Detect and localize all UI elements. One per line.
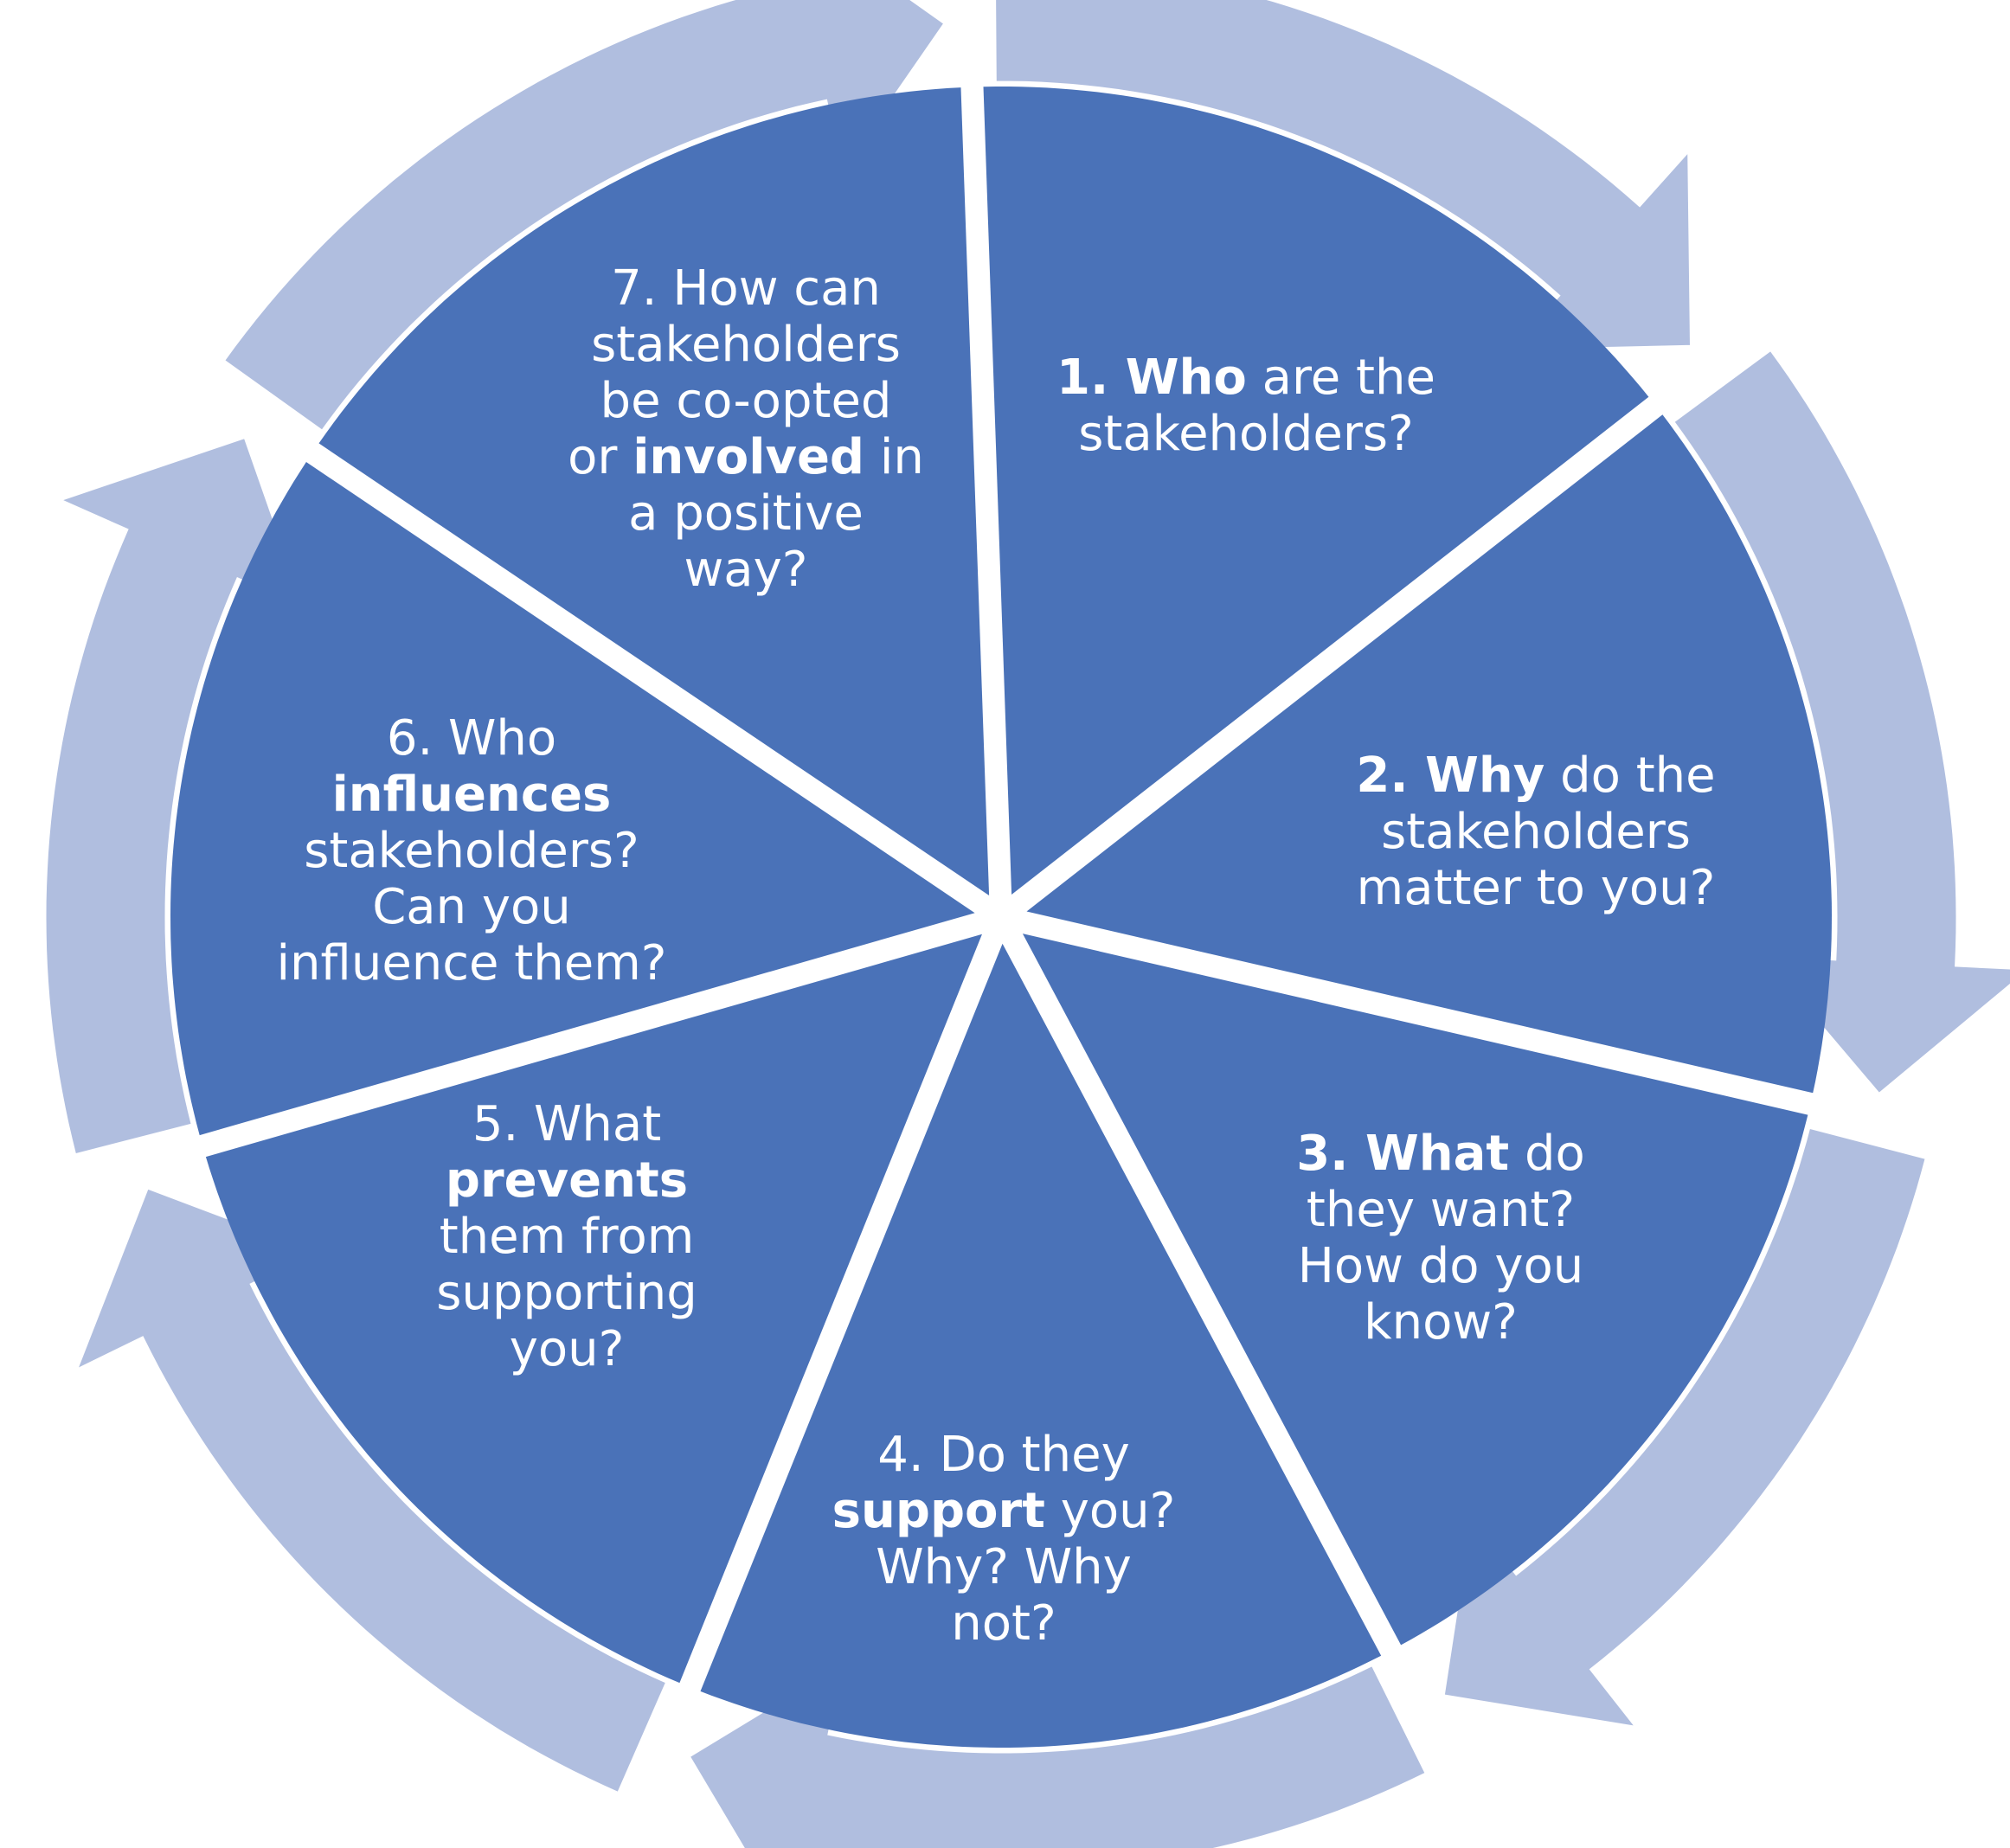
- segment-2-text-run: 2.: [1356, 748, 1425, 804]
- segment-3-text-run: How do you: [1298, 1238, 1583, 1294]
- segment-4-text-run: not?: [951, 1595, 1056, 1652]
- segment-5-text-run: you?: [510, 1321, 625, 1377]
- segment-2-text-run: stakeholders: [1381, 804, 1691, 860]
- segment-4-text-run: you?: [1045, 1483, 1175, 1539]
- segment-6-text-run: 6. Who: [387, 710, 556, 767]
- segment-4-text-run: Why? Why: [876, 1539, 1132, 1595]
- segment-3-text-run: What: [1365, 1126, 1509, 1182]
- segment-3-text-run: do: [1509, 1126, 1585, 1182]
- segment-wedge-5: [205, 934, 982, 1684]
- segment-3-text-run: they want?: [1307, 1182, 1575, 1238]
- segment-2-text-run: do the: [1544, 748, 1715, 804]
- segment-4-text-run: support: [832, 1483, 1045, 1539]
- cycle-arrows: [43, 0, 2010, 1848]
- segment-1-text-run: are the: [1247, 350, 1435, 406]
- segment-7-text-run: stakeholders: [591, 317, 901, 373]
- segment-wedge-4: [700, 943, 1382, 1748]
- segment-2-text-run: matter to you?: [1357, 860, 1716, 916]
- segment-6-text-run: influences: [332, 767, 612, 823]
- segment-wedge-3: [1022, 934, 1808, 1646]
- segment-6-text-run: stakeholders?: [304, 823, 639, 879]
- segment-wedge-7: [318, 87, 990, 896]
- segment-7-text-run: a positive: [628, 485, 864, 542]
- segment-5-text-run: prevents: [446, 1152, 688, 1209]
- segment-7-text-run: in: [864, 429, 924, 485]
- segment-3-text-run: 3.: [1296, 1126, 1365, 1182]
- segment-2-text-run: Why: [1425, 748, 1544, 804]
- segment-1-text-run: Who: [1126, 350, 1247, 406]
- segment-4-text-run: 4. Do they: [877, 1427, 1129, 1483]
- segment-7-text-run: or: [568, 429, 633, 485]
- segment-1-text-run: 1.: [1056, 350, 1126, 406]
- segment-wedges: [170, 87, 1832, 1748]
- segment-wedge-1: [983, 87, 1649, 895]
- segment-1-text-run: stakeholders?: [1078, 406, 1414, 462]
- segment-7-text-run: 7. How can: [611, 260, 881, 317]
- segment-7-text-run: be co-opted: [600, 373, 892, 429]
- segment-6-text-run: influence them?: [277, 935, 667, 991]
- segment-5-text-run: supporting: [436, 1265, 697, 1321]
- segment-7-text-run: way?: [684, 542, 808, 598]
- segment-5-text-run: them from: [440, 1209, 695, 1265]
- segment-wedge-2: [1026, 414, 1832, 1094]
- segment-7-text-run: involved: [633, 429, 864, 485]
- segment-wedge-6: [170, 462, 975, 1136]
- segment-6-text-run: Can you: [372, 879, 571, 935]
- segment-5-text-run: 5. What: [472, 1096, 661, 1152]
- segment-3-text-run: know?: [1364, 1294, 1518, 1351]
